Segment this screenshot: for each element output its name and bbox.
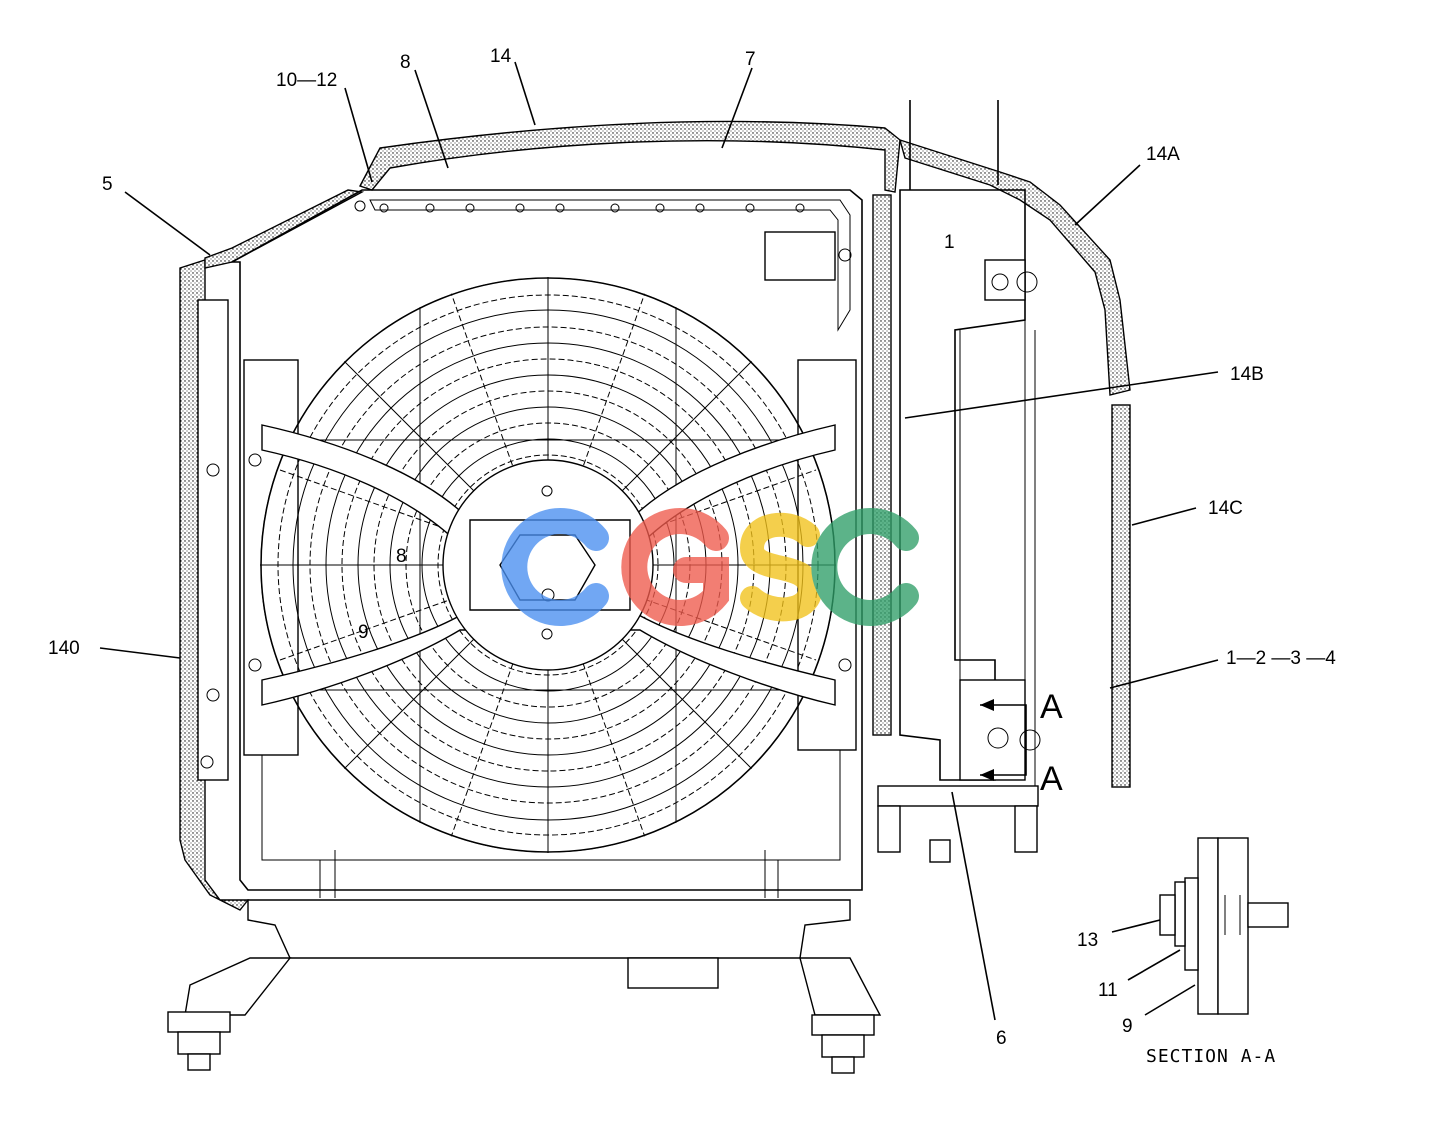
callout-5: 5	[102, 174, 113, 195]
mount-right	[811, 1014, 875, 1036]
base-leg-left	[184, 957, 292, 1016]
callout-7: 7	[745, 49, 756, 70]
side-strip-right-14C	[1111, 404, 1131, 788]
callout-140: 140	[48, 638, 80, 659]
seal-strip-14B	[872, 194, 892, 736]
section-mark-a-upper: A	[1040, 688, 1063, 726]
callout-1-top: 1	[944, 232, 955, 253]
frame-top-bar	[369, 199, 851, 332]
base-frame	[247, 899, 851, 959]
base-leg-right	[799, 957, 882, 1016]
left-rail	[197, 299, 229, 781]
callout-1-2-3-4: 1—2 —3 —4	[1226, 648, 1336, 669]
mount-left	[167, 1011, 231, 1033]
callout-11: 11	[1098, 980, 1118, 1001]
callout-14c: 14C	[1208, 498, 1243, 519]
outer-shroud-top	[358, 120, 901, 193]
callout-6: 6	[996, 1028, 1007, 1049]
section-a-a-label: SECTION A-A	[1146, 1046, 1276, 1067]
section-mark-a-lower: A	[1040, 760, 1063, 798]
callout-10-12: 10—12	[276, 70, 337, 91]
leader-lines	[99, 61, 1219, 1021]
callout-14a: 14A	[1146, 144, 1180, 165]
callout-9-inner: 9	[358, 622, 369, 643]
callout-8-inner: 8	[396, 546, 407, 567]
section-cut-line	[980, 704, 1027, 776]
callout-14b: 14B	[1230, 364, 1264, 385]
shroud-left-diagonal-5	[204, 189, 365, 269]
callout-9: 9	[1122, 1016, 1133, 1037]
callout-13: 13	[1077, 930, 1098, 951]
top-bolt-row	[354, 200, 805, 213]
radiator-frame	[228, 189, 863, 891]
cgsc-watermark-logo	[501, 508, 919, 626]
section-a-a-detail	[1159, 837, 1289, 1015]
bottom-bracket-6	[877, 785, 1039, 807]
bracket-top-right	[764, 231, 836, 281]
callout-14: 14	[490, 46, 512, 67]
callout-8: 8	[400, 52, 411, 73]
right-bracket-column	[899, 100, 1026, 781]
